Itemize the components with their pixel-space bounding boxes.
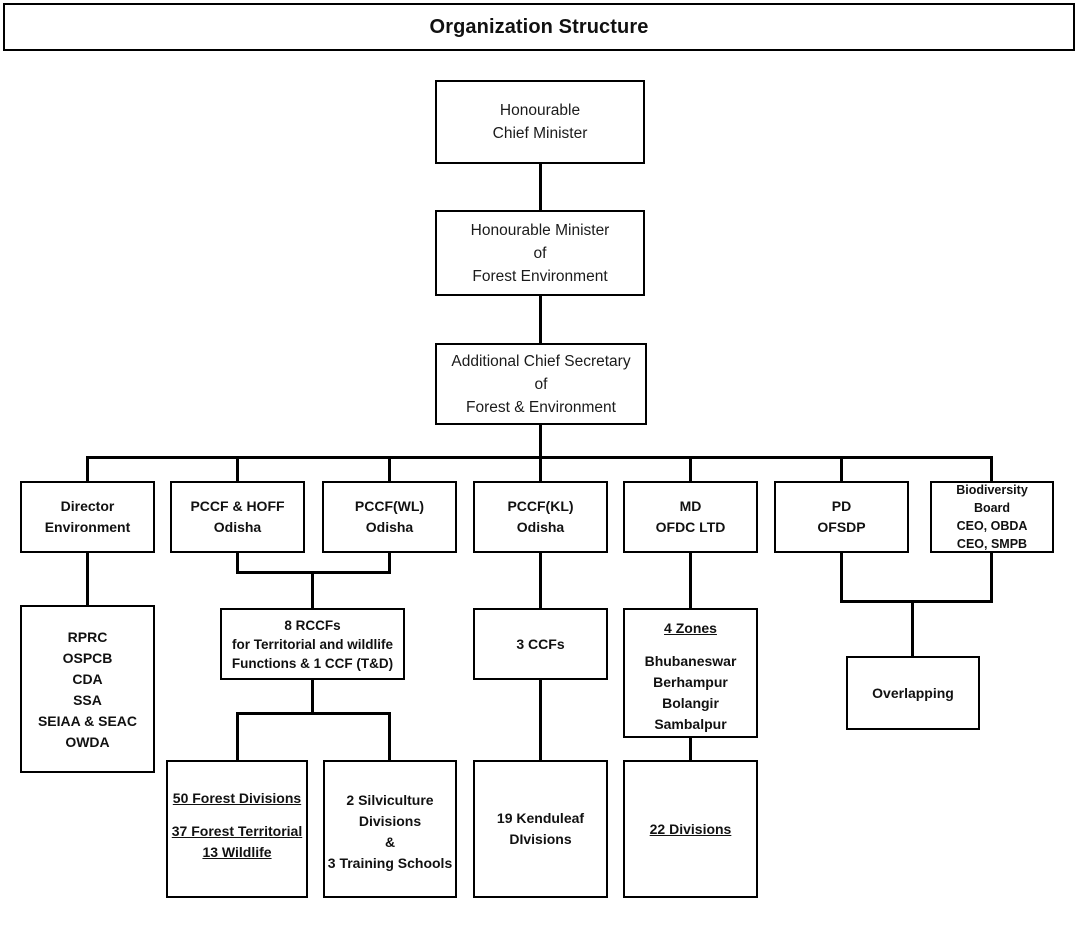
node-kenduleaf-divisions[interactable]: 19 Kenduleaf DIvisions xyxy=(473,760,608,898)
node-overlapping[interactable]: Overlapping xyxy=(846,656,980,730)
connector-split-to-forest-divisions xyxy=(236,712,239,760)
node-line: Functions & 1 CCF (T&D) xyxy=(231,655,394,671)
node-line: OFSDP xyxy=(817,519,866,535)
connector-pd-down xyxy=(840,552,843,602)
node-line: Chief Minister xyxy=(492,125,588,142)
list-item: OSPCB xyxy=(62,650,113,666)
connector-merge-to-rccfs xyxy=(311,571,314,608)
node-pccf-kl-odisha[interactable]: PCCF(KL) Odisha xyxy=(473,481,608,553)
list-item: RPRC xyxy=(67,629,108,645)
node-line: PD xyxy=(831,498,852,514)
connector-director-to-agencies xyxy=(86,552,89,606)
list-item: SSA xyxy=(73,692,102,708)
connector-bus-drop-pccf-hoff xyxy=(236,456,239,481)
node-line: Overlapping xyxy=(872,684,954,701)
node-line: CEO, SMPB xyxy=(956,537,1028,551)
node-additional-chief-secretary[interactable]: Additional Chief Secretary of Forest & E… xyxy=(435,343,647,425)
list-item: SEIAA & SEAC xyxy=(37,713,138,729)
list-item: CDA xyxy=(72,671,103,687)
connector-bus-drop-pd-ofsdp xyxy=(840,456,843,481)
connector-bus-drop-pccf-wl xyxy=(388,456,391,481)
node-line: of xyxy=(534,375,548,393)
node-line: Odisha xyxy=(213,519,262,535)
node-biodiversity-board[interactable]: Biodiversity Board CEO, OBDA CEO, SMPB xyxy=(930,481,1054,553)
node-line: Environment xyxy=(44,519,131,535)
node-line: Odisha xyxy=(516,519,565,535)
node-line: Honourable Minister xyxy=(470,221,610,239)
node-line: 3 CCFs xyxy=(516,635,565,652)
node-line: 37 Forest Territorial xyxy=(171,823,303,839)
connector-rccfs-down xyxy=(311,678,314,714)
node-line: PCCF & HOFF xyxy=(190,498,285,514)
node-3-ccfs[interactable]: 3 CCFs xyxy=(473,608,608,680)
node-line: 19 Kenduleaf xyxy=(496,810,585,826)
node-line: Forest & Environment xyxy=(466,398,616,416)
node-line: & xyxy=(384,834,396,850)
node-environment-agencies-list[interactable]: RPRC OSPCB CDA SSA SEIAA & SEAC OWDA xyxy=(20,605,155,773)
node-line: DIvisions xyxy=(509,831,572,847)
list-item: OWDA xyxy=(65,734,110,750)
list-item: Sambalpur xyxy=(654,716,727,732)
node-honourable-chief-minister[interactable]: Honourable Chief Minister xyxy=(435,80,645,164)
connector-minister-to-acs xyxy=(539,294,542,344)
connector-biodiversity-down xyxy=(990,552,993,602)
list-item: Berhampur xyxy=(653,674,728,690)
node-line: OFDC LTD xyxy=(655,519,726,535)
connector-zones-to-divisions xyxy=(689,738,692,760)
connector-bus-drop-md-ofdc xyxy=(689,456,692,481)
node-honourable-minister-forest[interactable]: Honourable Minister of Forest Environmen… xyxy=(435,210,645,296)
node-line: 13 Wildlife xyxy=(202,844,272,860)
node-line: Biodiversity xyxy=(956,483,1028,497)
node-line: CEO, OBDA xyxy=(956,519,1028,533)
node-8-rccfs[interactable]: 8 RCCFs for Territorial and wildlife Fun… xyxy=(220,608,405,680)
node-silviculture-divisions[interactable]: 2 Silviculture Divisions & 3 Training Sc… xyxy=(323,760,457,898)
list-item: Bhubaneswar xyxy=(644,653,737,669)
connector-pccf-wl-down xyxy=(388,552,391,573)
node-director-environment[interactable]: Director Environment xyxy=(20,481,155,553)
connector-bus-drop-pccf-kl xyxy=(539,456,542,481)
connector-overlapping-merge-bar xyxy=(840,600,993,603)
node-pccf-wl-odisha[interactable]: PCCF(WL) Odisha xyxy=(322,481,457,553)
node-line: 8 RCCFs xyxy=(284,617,341,633)
page-title: Organization Structure xyxy=(429,15,649,38)
node-heading: 4 Zones xyxy=(664,620,717,636)
node-line: PCCF(WL) xyxy=(354,498,425,514)
connector-ccfs-to-kenduleaf xyxy=(539,680,542,760)
node-line: 2 Silviculture xyxy=(346,792,434,808)
node-line: MD xyxy=(679,498,702,514)
node-line: Divisions xyxy=(358,813,422,829)
node-line: Director xyxy=(60,498,115,514)
node-forest-divisions[interactable]: 50 Forest Divisions 37 Forest Territoria… xyxy=(166,760,308,898)
node-line: Honourable xyxy=(499,102,581,119)
connector-bus-drop-director xyxy=(86,456,89,481)
node-line: Odisha xyxy=(365,519,414,535)
node-line: for Territorial and wildlife xyxy=(231,636,394,652)
node-4-zones[interactable]: 4 Zones Bhubaneswar Berhampur Bolangir S… xyxy=(623,608,758,738)
node-line: Additional Chief Secretary xyxy=(451,352,631,370)
connector-md-to-zones xyxy=(689,552,692,608)
connector-merge-to-overlapping xyxy=(911,600,914,656)
connector-rccfs-split-bar xyxy=(236,712,391,715)
connector-bus-drop-biodiversity xyxy=(990,456,993,481)
connector-acs-to-bus xyxy=(539,423,542,459)
node-md-ofdc-ltd[interactable]: MD OFDC LTD xyxy=(623,481,758,553)
connector-pccfkl-to-ccfs xyxy=(539,552,542,608)
node-line: of xyxy=(533,244,547,262)
chart-title-bar: Organization Structure xyxy=(3,3,1075,51)
connector-pccf-hoff-down xyxy=(236,552,239,573)
node-line: 22 Divisions xyxy=(649,820,732,837)
node-line: 3 Training Schools xyxy=(327,855,453,871)
node-pd-ofsdp[interactable]: PD OFSDP xyxy=(774,481,909,553)
node-pccf-hoff-odisha[interactable]: PCCF & HOFF Odisha xyxy=(170,481,305,553)
connector-cm-to-minister xyxy=(539,162,542,210)
node-line: Forest Environment xyxy=(472,267,608,285)
node-line: PCCF(KL) xyxy=(507,498,574,514)
node-line: Board xyxy=(973,501,1011,515)
node-line: 50 Forest Divisions xyxy=(172,790,302,806)
node-22-divisions[interactable]: 22 Divisions xyxy=(623,760,758,898)
list-item: Bolangir xyxy=(662,695,719,711)
connector-split-to-silviculture xyxy=(388,712,391,760)
